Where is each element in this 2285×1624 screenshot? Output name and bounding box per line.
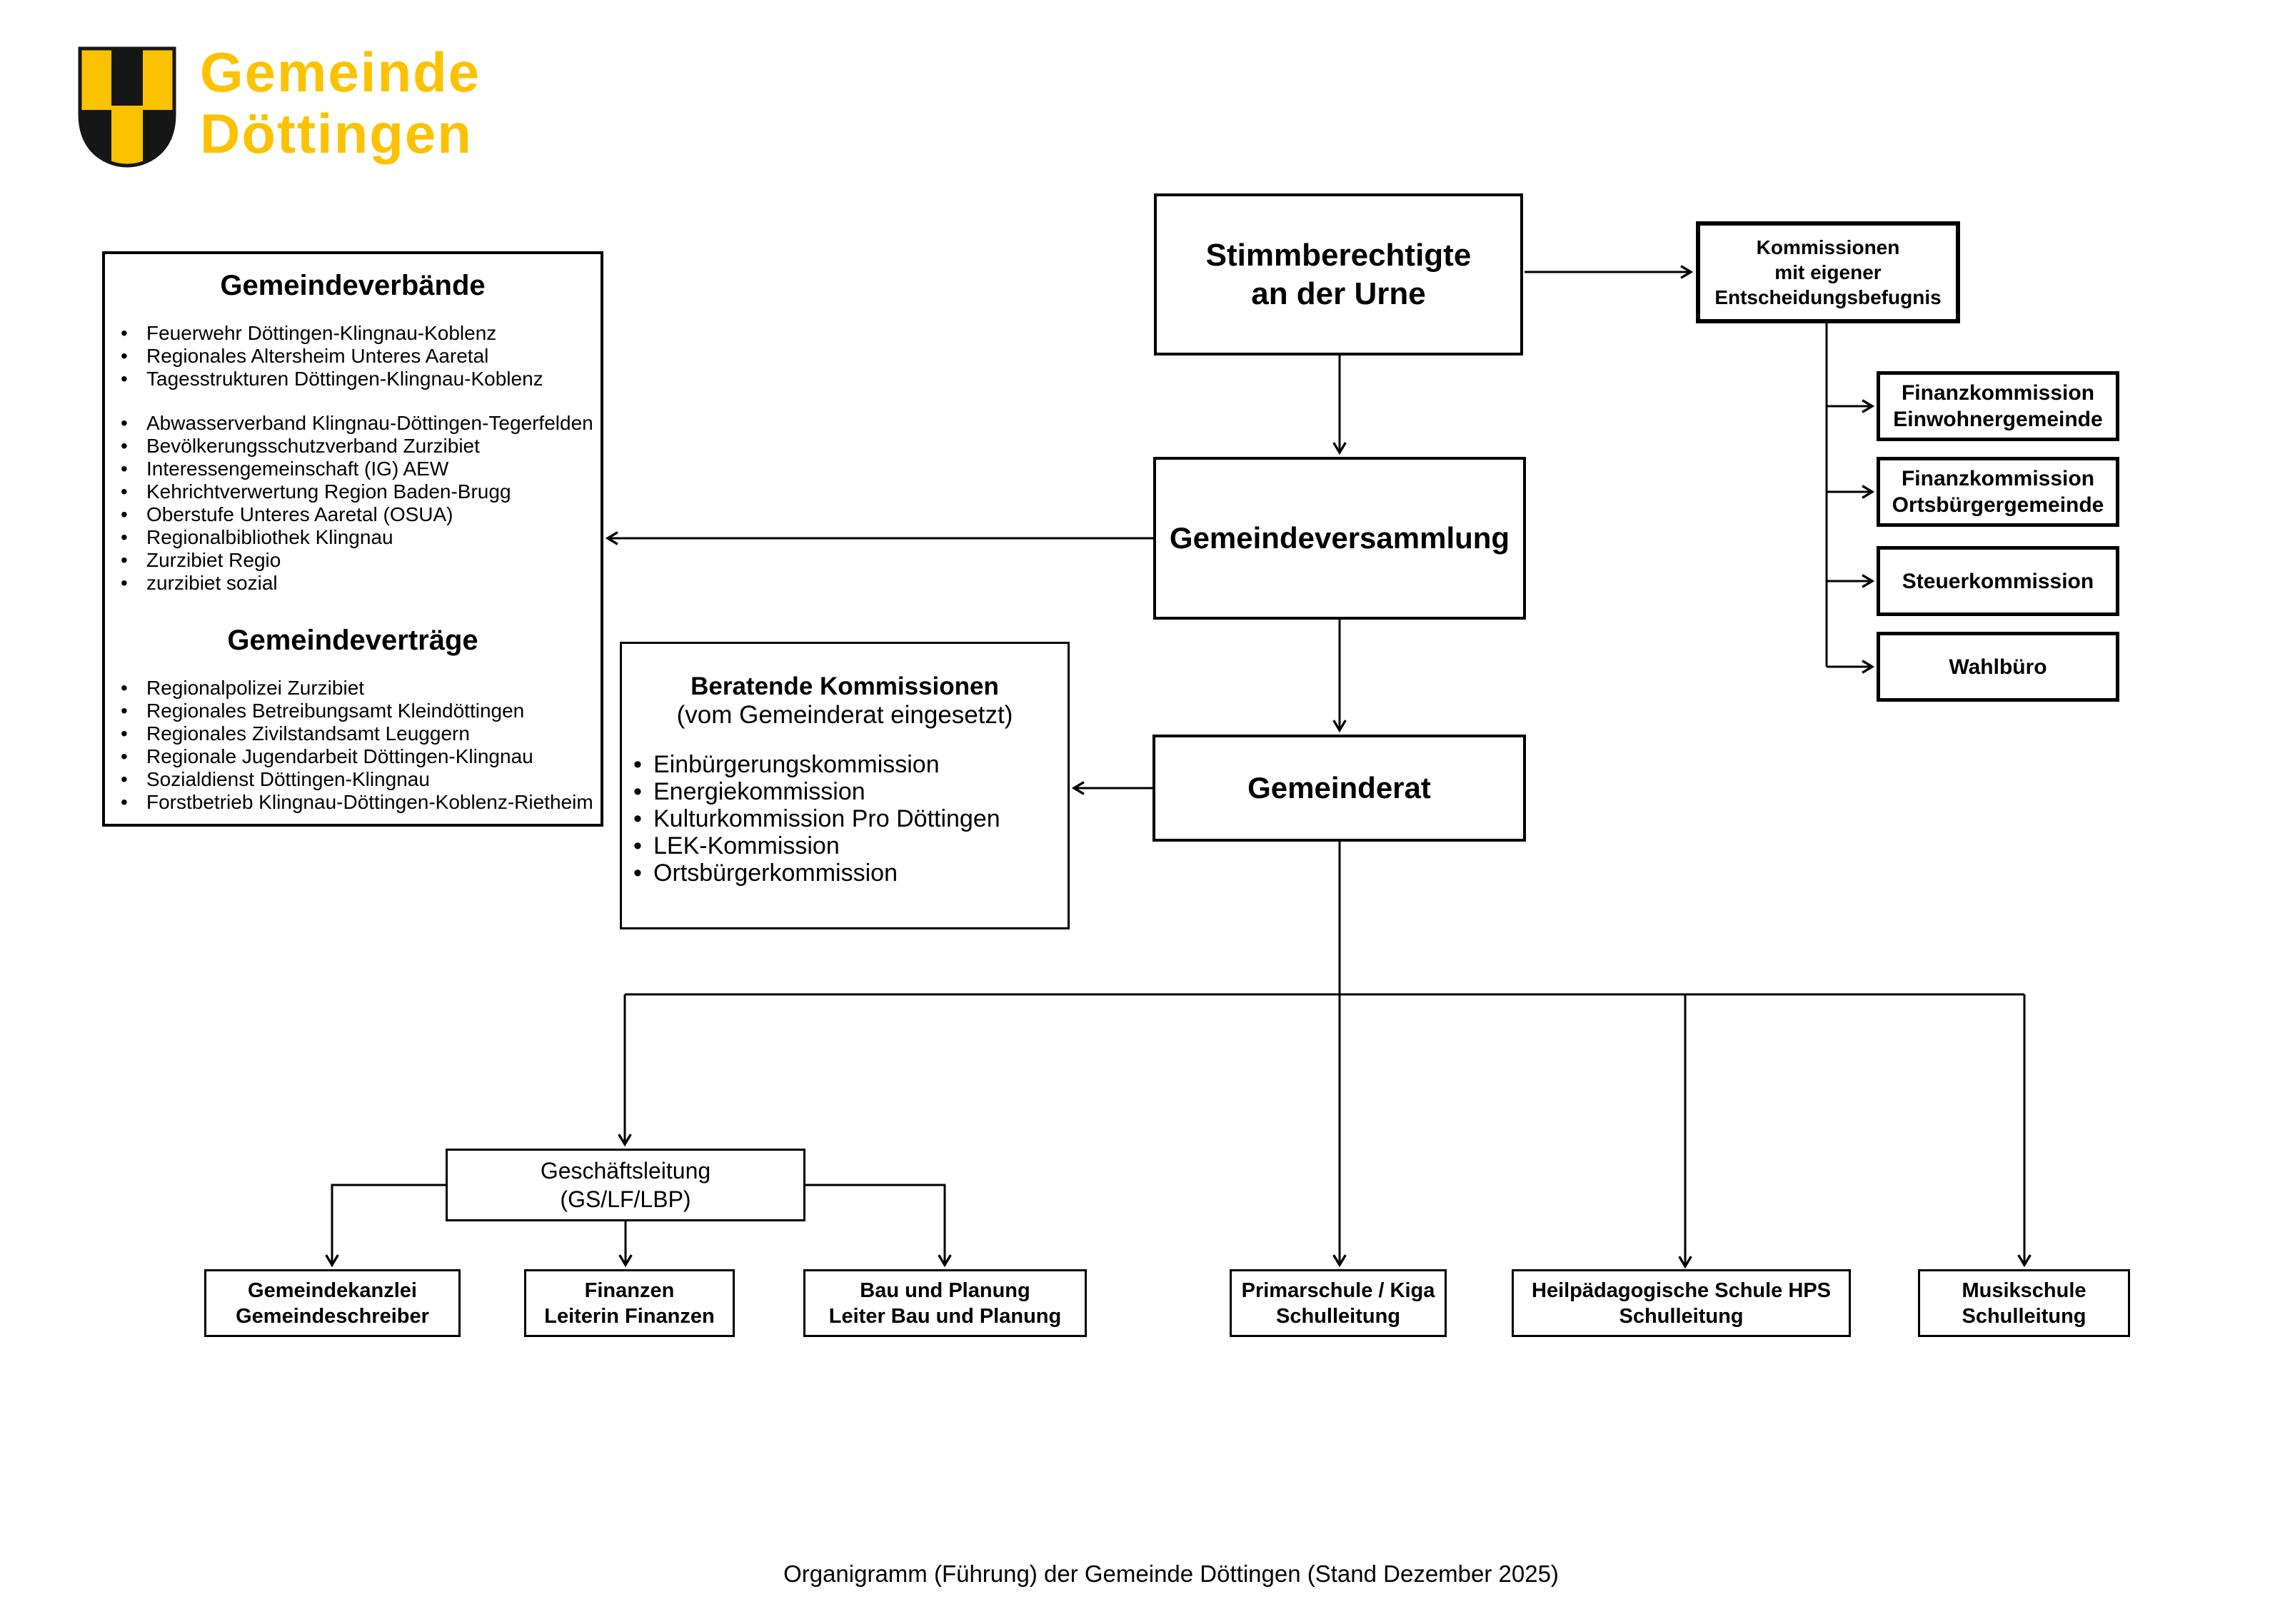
panel-beratende-kommissionen: Beratende Kommissionen (vom Gemeinderat … [620,642,1070,929]
beratende-title: Beratende Kommissionen [690,672,999,700]
node-finanzkommission-ortsbuergergemeinde: Finanzkommission Ortsbürgergemeinde [1877,457,2119,527]
node-gemeindeversammlung: Gemeindeversammlung [1153,457,1526,620]
list-item: Energiekommission [633,778,1068,805]
list-item: Regionale Jugendarbeit Döttingen-Klingna… [121,745,601,768]
node-heilpaedagogische-schule-label: Heilpädagogische Schule HPS Schulleitung [1532,1278,1831,1328]
list-item: zurzibiet sozial [121,572,601,595]
gemeindevertraege-list: Regionalpolizei ZurzibietRegionales Betr… [105,677,601,814]
list-item: Regionales Altersheim Unteres Aaretal [121,345,601,368]
list-item: Feuerwehr Döttingen-Klingnau-Koblenz [121,322,601,345]
list-item: Abwasserverband Klingnau-Döttingen-Teger… [121,412,601,435]
gemeindevertraege-title: Gemeindeverträge [227,625,478,656]
logo-line2: Döttingen [200,102,473,165]
node-kommissionen-entscheidungsbefugnis: Kommissionen mit eigener Entscheidungsbe… [1696,221,1960,323]
list-item: Tagesstrukturen Döttingen-Klingnau-Koble… [121,368,601,390]
diagram-caption: Organigramm (Führung) der Gemeinde Dötti… [783,1560,1559,1587]
node-stimmberechtigte: Stimmberechtigte an der Urne [1154,193,1523,355]
list-item: Regionalpolizei Zurzibiet [121,677,601,700]
node-finanzen: Finanzen Leiterin Finanzen [524,1269,735,1337]
beratende-list: EinbürgerungskommissionEnergiekommission… [622,751,1068,887]
connector-gl-bau [805,1184,945,1265]
coat-of-arms-shield-icon [78,46,176,168]
list-item: Ortsbürgerkommission [633,859,1068,887]
list-item: Regionales Betreibungsamt Kleindöttingen [121,700,601,722]
gemeindeverbaende-title: Gemeindeverbände [220,270,486,301]
node-gemeindeversammlung-label: Gemeindeversammlung [1169,521,1510,555]
panel-gemeindeverbaende: Gemeindeverbände Feuerwehr Döttingen-Kli… [102,251,603,827]
gemeindeverbaende-list-group2: Abwasserverband Klingnau-Döttingen-Teger… [105,412,601,595]
node-stimmberechtigte-label: Stimmberechtigte an der Urne [1205,237,1472,311]
node-gemeinderat: Gemeinderat [1152,735,1526,842]
node-steuerkommission: Steuerkommission [1877,546,2119,616]
list-item: Interessengemeinschaft (IG) AEW [121,458,601,480]
list-item: Bevölkerungsschutzverband Zurzibiet [121,435,601,458]
node-finanzkommission-ortsbuergergemeinde-label: Finanzkommission Ortsbürgergemeinde [1892,467,2104,517]
node-finanzen-label: Finanzen Leiterin Finanzen [544,1278,715,1328]
node-heilpaedagogische-schule: Heilpädagogische Schule HPS Schulleitung [1512,1269,1851,1337]
node-finanzkommission-einwohnergemeinde-label: Finanzkommission Einwohnergemeinde [1893,381,2103,431]
list-item: Zurzibiet Regio [121,549,601,572]
node-geschaeftsleitung: Geschäftsleitung (GS/LF/LBP) [446,1149,805,1221]
list-item: Regionales Zivilstandsamt Leuggern [121,722,601,745]
list-item: Kehrichtverwertung Region Baden-Brugg [121,480,601,503]
logo-wordmark: Gemeinde Döttingen [200,41,481,164]
node-steuerkommission-label: Steuerkommission [1902,569,2094,593]
node-finanzkommission-einwohnergemeinde: Finanzkommission Einwohnergemeinde [1877,371,2119,441]
list-item: Forstbetrieb Klingnau-Döttingen-Koblenz-… [121,791,601,814]
list-item: Kulturkommission Pro Döttingen [633,805,1068,832]
list-item: Oberstufe Unteres Aaretal (OSUA) [121,503,601,526]
beratende-subtitle: (vom Gemeinderat eingesetzt) [676,701,1013,729]
node-kommissionen-label: Kommissionen mit eigener Entscheidungsbe… [1714,236,1942,308]
municipality-logo: Gemeinde Döttingen [77,41,481,170]
node-bau-und-planung: Bau und Planung Leiter Bau und Planung [803,1269,1087,1337]
connector-gl-kanzlei [332,1184,446,1265]
node-geschaeftsleitung-label: Geschäftsleitung (GS/LF/LBP) [540,1158,711,1212]
node-primarschule-label: Primarschule / Kiga Schulleitung [1241,1278,1435,1328]
node-musikschule: Musikschule Schulleitung [1918,1269,2130,1337]
node-musikschule-label: Musikschule Schulleitung [1962,1278,2086,1328]
logo-line1: Gemeinde [200,41,481,104]
gemeindeverbaende-list-group1: Feuerwehr Döttingen-Klingnau-KoblenzRegi… [105,322,601,390]
node-gemeindekanzlei-label: Gemeindekanzlei Gemeindeschreiber [236,1278,429,1328]
node-gemeindekanzlei: Gemeindekanzlei Gemeindeschreiber [204,1269,461,1337]
node-primarschule: Primarschule / Kiga Schulleitung [1230,1269,1447,1337]
list-item: Sozialdienst Döttingen-Klingnau [121,768,601,791]
list-item: Einbürgerungskommission [633,751,1068,778]
node-gemeinderat-label: Gemeinderat [1247,771,1431,805]
node-wahlbuero-label: Wahlbüro [1949,655,2047,679]
list-item: LEK-Kommission [633,832,1068,859]
list-item: Regionalbibliothek Klingnau [121,526,601,549]
node-wahlbuero: Wahlbüro [1877,632,2119,702]
node-bau-und-planung-label: Bau und Planung Leiter Bau und Planung [828,1278,1062,1328]
